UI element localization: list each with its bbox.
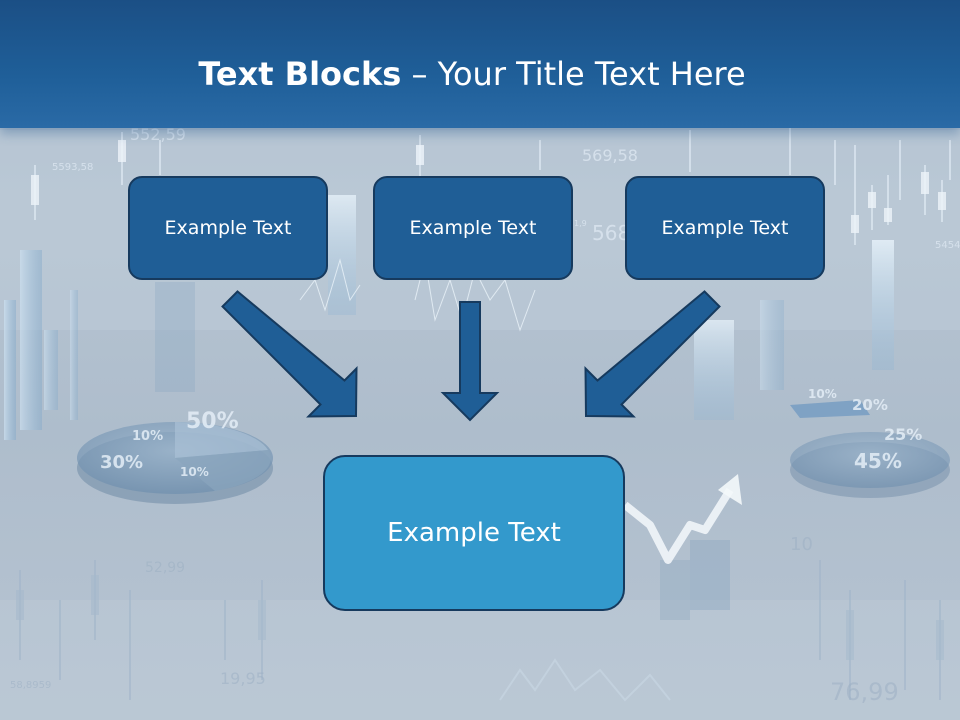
svg-text:10%: 10% <box>180 465 209 479</box>
svg-text:58,8959: 58,8959 <box>10 680 51 691</box>
svg-text:5454: 5454 <box>935 240 960 251</box>
text-box-bottom: Example Text <box>323 455 625 611</box>
svg-text:10%: 10% <box>132 429 163 444</box>
svg-text:5593,58: 5593,58 <box>52 162 93 173</box>
svg-text:19,95: 19,95 <box>220 669 266 688</box>
svg-text:10: 10 <box>790 534 813 555</box>
title-bold-part: Text Blocks <box>198 55 402 93</box>
title-dash: – <box>401 55 438 93</box>
svg-text:25%: 25% <box>884 425 922 444</box>
svg-text:50%: 50% <box>186 409 239 434</box>
text-box-top-left: Example Text <box>128 176 328 280</box>
text-box-bottom-label: Example Text <box>387 518 561 548</box>
svg-text:552,59: 552,59 <box>130 125 186 144</box>
text-box-top-center-label: Example Text <box>409 217 537 239</box>
svg-text:30%: 30% <box>100 452 143 473</box>
slide-title: Text Blocks – Your Title Text Here <box>0 52 944 96</box>
title-bar <box>0 0 960 128</box>
svg-text:45%: 45% <box>854 449 902 473</box>
svg-text:76,99: 76,99 <box>830 678 899 706</box>
svg-text:569,58: 569,58 <box>582 146 638 165</box>
svg-text:10%: 10% <box>808 387 837 401</box>
svg-text:1,9: 1,9 <box>574 219 587 228</box>
text-box-top-center: Example Text <box>373 176 573 280</box>
text-box-top-right-label: Example Text <box>661 217 789 239</box>
text-box-top-right: Example Text <box>625 176 825 280</box>
svg-text:20%: 20% <box>852 396 888 414</box>
title-rest: Your Title Text Here <box>437 55 746 93</box>
svg-text:568: 568 <box>592 221 630 245</box>
svg-text:52,99: 52,99 <box>145 560 185 576</box>
text-box-top-left-label: Example Text <box>164 217 292 239</box>
